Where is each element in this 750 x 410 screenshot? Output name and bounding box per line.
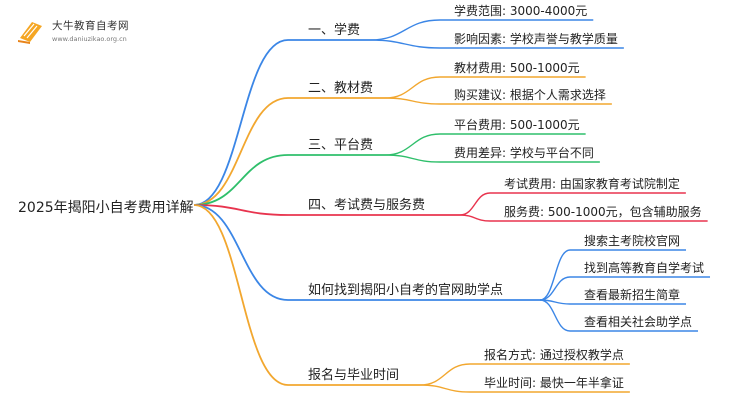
- subtopic-connector: [384, 97, 441, 105]
- subtopic: 毕业时间: 最快一年半拿证: [484, 375, 624, 390]
- subtopic: 费用差异: 学校与平台不同: [454, 145, 594, 160]
- subtopic-connector: [419, 384, 471, 393]
- subtopic: 学费范围: 3000-4000元: [454, 3, 587, 18]
- book-logo-icon: [18, 22, 42, 44]
- subtopic: 查看相关社会助学点: [584, 314, 692, 329]
- branch-topic: 报名与毕业时间: [308, 367, 399, 383]
- branch-connector: [193, 204, 289, 386]
- subtopic-connector: [539, 276, 571, 301]
- branch-connector: [193, 154, 289, 206]
- branch-connector: [193, 204, 289, 301]
- subtopic-connector: [384, 76, 441, 99]
- subtopic: 查看最新招生简章: [584, 287, 680, 302]
- subtopic-connector: [419, 363, 471, 386]
- subtopic-connector: [459, 214, 491, 222]
- subtopic: 考试费用: 由国家教育考试院制定: [504, 176, 680, 191]
- branch-connector: [193, 204, 289, 216]
- subtopic-connector: [539, 249, 571, 301]
- branch-topic: 二、教材费: [308, 80, 373, 96]
- subtopic: 搜索主考院校官网: [584, 233, 680, 248]
- root-topic: 2025年揭阳小自考费用详解: [18, 200, 194, 216]
- branch-topic: 四、考试费与服务费: [308, 197, 425, 213]
- subtopic: 服务费: 500-1000元，包含辅助服务: [504, 204, 702, 219]
- logo-title: 大牛教育自考网: [52, 20, 129, 32]
- logo-url: www.daniuzikao.org.cn: [52, 35, 127, 43]
- subtopic-connector: [384, 154, 441, 163]
- subtopic: 找到高等教育自学考试: [584, 260, 704, 275]
- branch-connector: [193, 97, 289, 206]
- branch-topic: 如何找到揭阳小自考的官网助学点: [308, 282, 503, 298]
- branch-topic: 三、平台费: [308, 138, 373, 153]
- subtopic-connector: [384, 133, 441, 156]
- subtopic: 平台费用: 500-1000元: [454, 117, 580, 132]
- subtopic-connector: [369, 39, 441, 49]
- site-logo: 大牛教育自考网 www.daniuzikao.org.cn: [14, 14, 164, 48]
- subtopic: 影响因素: 学校声誉与教学质量: [454, 31, 618, 46]
- subtopic: 购买建议: 根据个人需求选择: [454, 87, 606, 102]
- subtopic-connector: [369, 19, 441, 41]
- subtopic-connector: [539, 299, 571, 332]
- subtopic: 报名方式: 通过授权教学点: [484, 347, 624, 362]
- subtopic-connector: [459, 192, 491, 216]
- subtopic: 教材费用: 500-1000元: [454, 60, 580, 75]
- branch-topic: 一、学费: [308, 22, 360, 38]
- branch-connector: [193, 39, 289, 206]
